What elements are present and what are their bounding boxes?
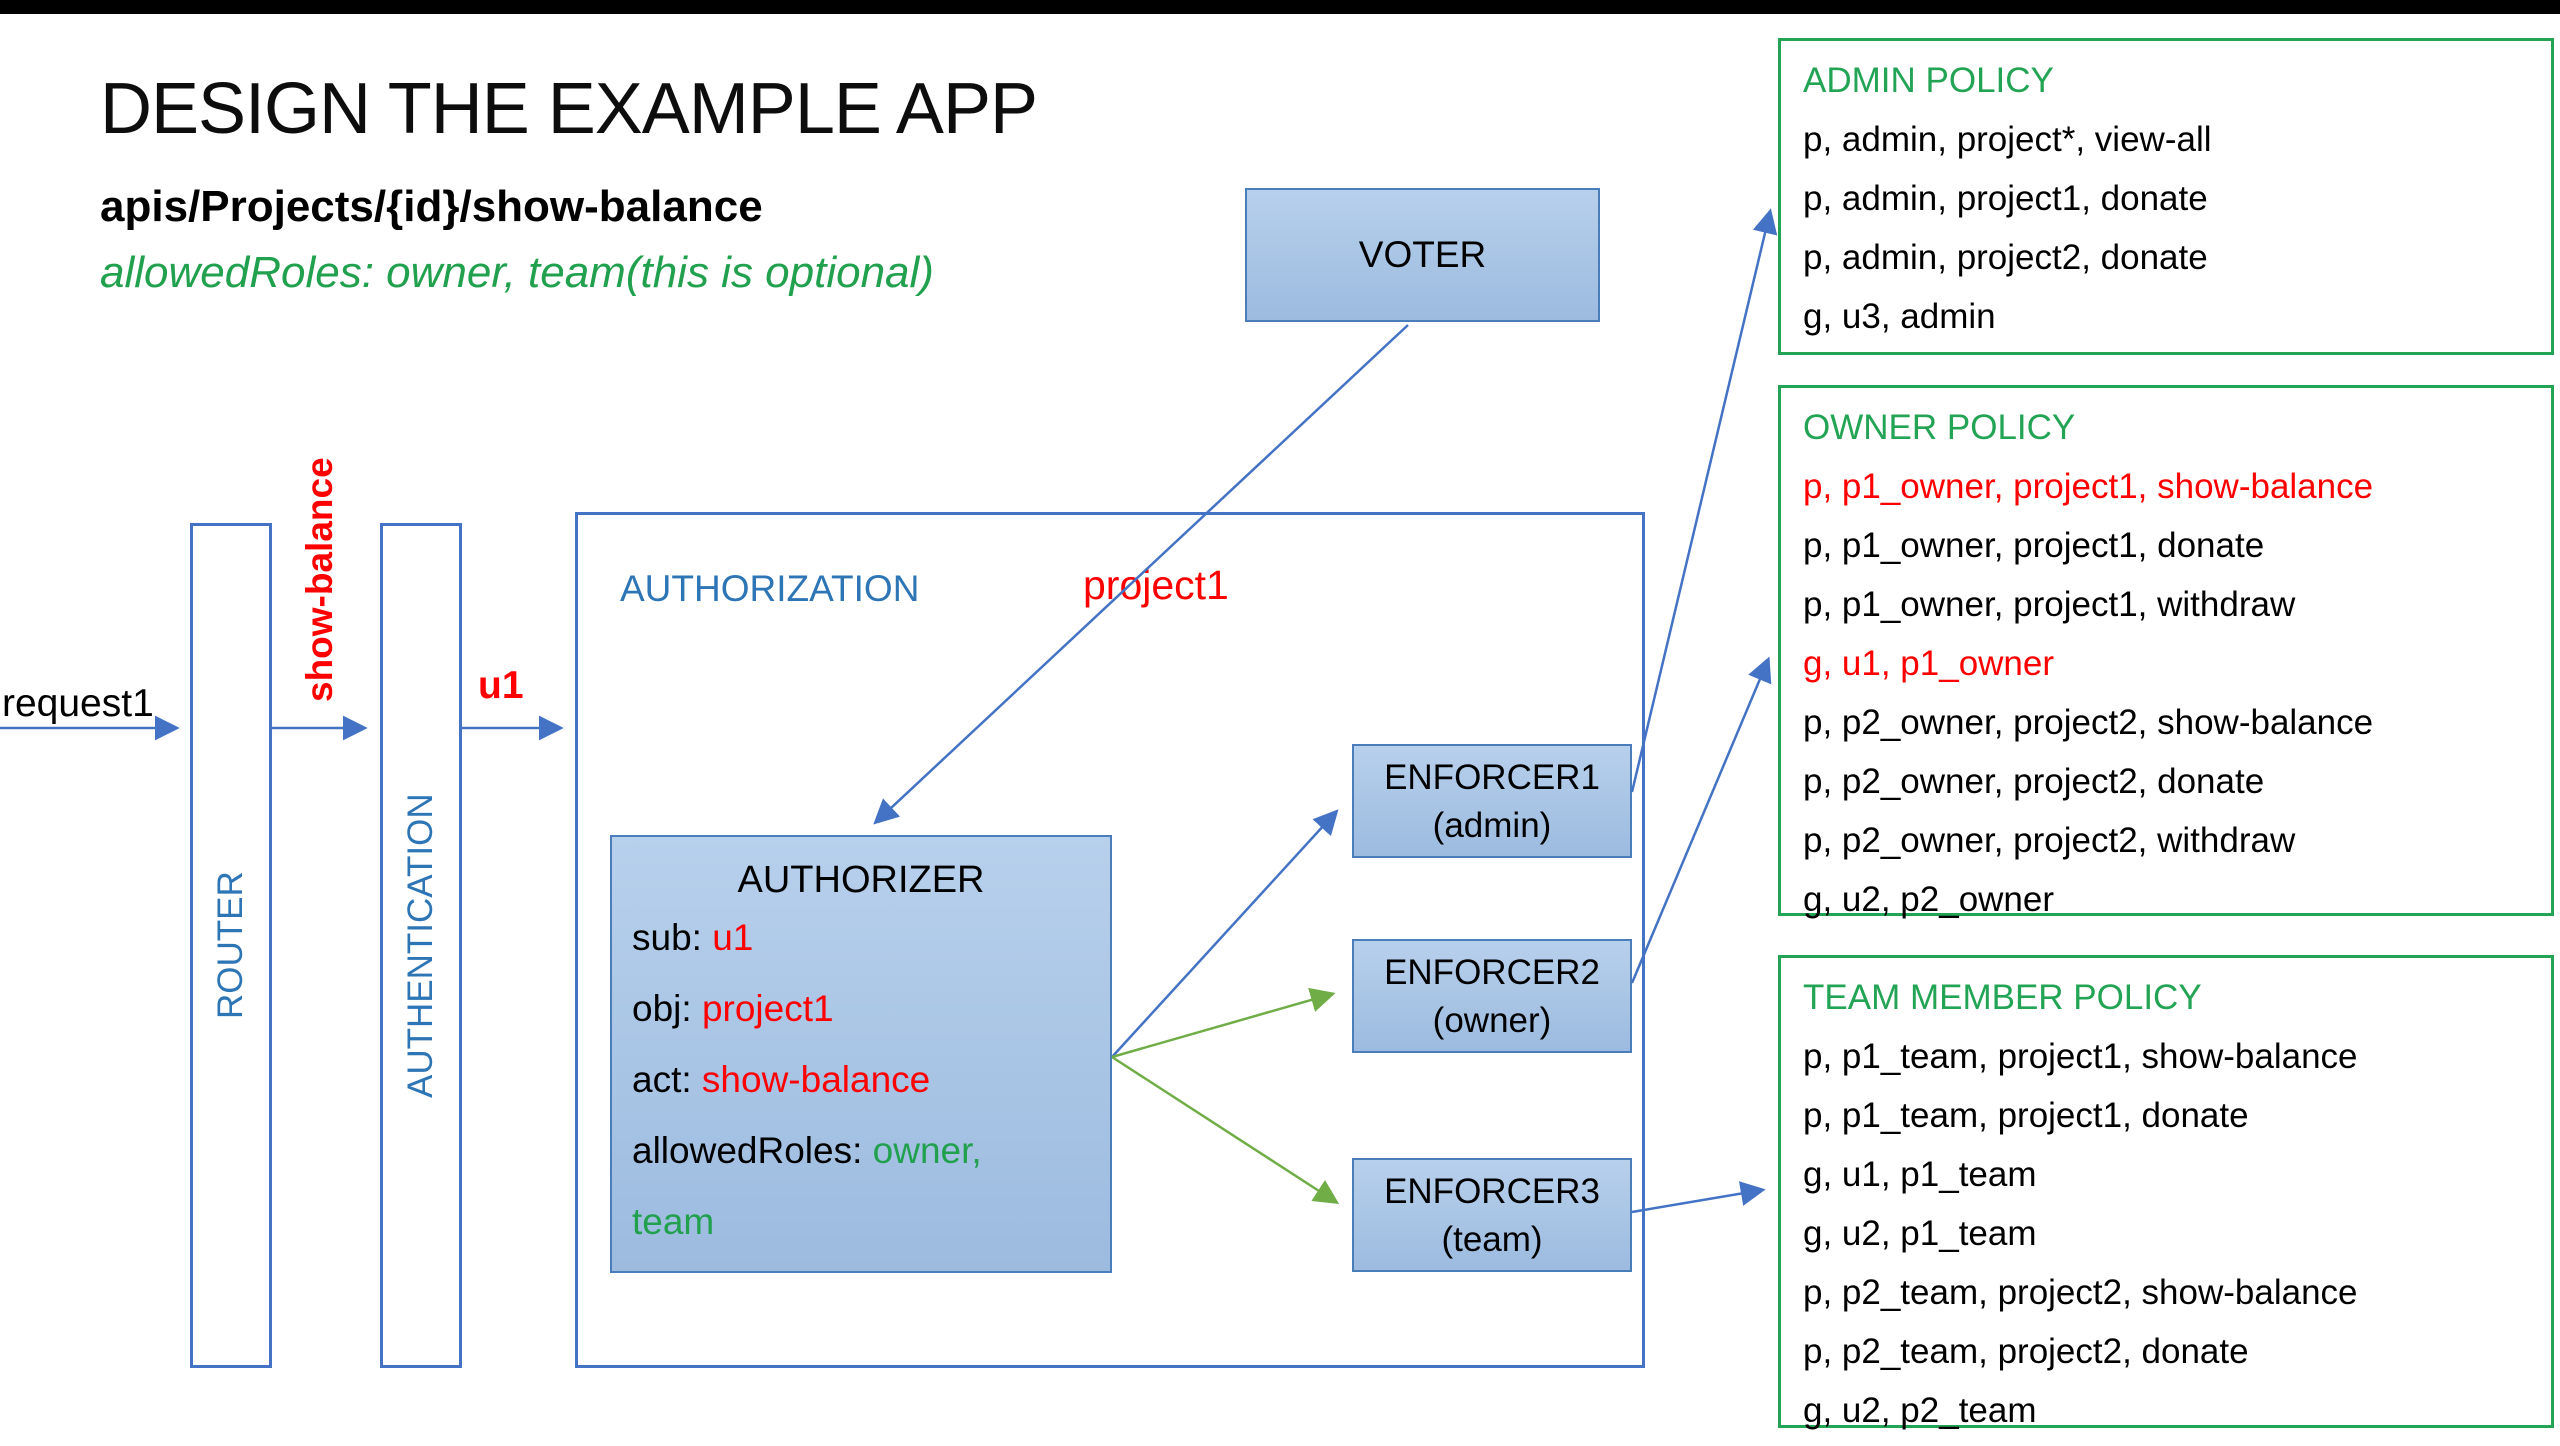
- request1-label: request1: [2, 682, 154, 725]
- allowed-roles-note: allowedRoles: owner, team(this is option…: [100, 248, 934, 297]
- authorizer-box: AUTHORIZER sub: u1 obj: project1 act: sh…: [610, 835, 1112, 1273]
- admin-policy-box: ADMIN POLICY p, admin, project*, view-al…: [1778, 38, 2554, 355]
- policy-line: p, admin, project1, donate: [1803, 179, 2208, 218]
- team-policy-title: TEAM MEMBER POLICY: [1803, 978, 2202, 1017]
- policy-line: p, p2_owner, project2, show-balance: [1803, 703, 2374, 742]
- policy-line: p, admin, project2, donate: [1803, 238, 2208, 277]
- owner-policy-box: OWNER POLICY p, p1_owner, project1, show…: [1778, 385, 2554, 919]
- voter-box: VOTER: [1245, 188, 1600, 322]
- policy-line: g, u1, p1_owner: [1803, 644, 2055, 683]
- enforcer1-box: ENFORCER1 (admin): [1352, 744, 1632, 858]
- authorizer-act-row: act: show-balance: [632, 1059, 931, 1100]
- enforcer3-name: ENFORCER3: [1384, 1172, 1600, 1211]
- authorizer-team-row: team: [632, 1201, 715, 1242]
- enforcer2-box: ENFORCER2 (owner): [1352, 939, 1632, 1053]
- enforcer3-role: (team): [1441, 1220, 1543, 1259]
- team-policy-box: TEAM MEMBER POLICY p, p1_team, project1,…: [1778, 955, 2554, 1430]
- enforcer3-box: ENFORCER3 (team): [1352, 1158, 1632, 1272]
- u1-label: u1: [478, 664, 524, 707]
- authentication-box: [380, 523, 462, 1368]
- policy-line: g, u2, p2_team: [1803, 1391, 2037, 1430]
- arrow-enforcer1-to-admin-policy: [1630, 208, 1778, 793]
- policy-line: p, p1_owner, project1, show-balance: [1803, 467, 2374, 506]
- arrow-enforcer2-to-owner-policy: [1630, 656, 1772, 984]
- policy-line: p, p2_owner, project2, withdraw: [1803, 821, 2296, 860]
- authorizer-title: AUTHORIZER: [737, 859, 985, 901]
- router-box: [190, 523, 272, 1368]
- show-balance-label: show-balance: [299, 457, 340, 703]
- page-title: DESIGN THE EXAMPLE APP: [100, 69, 1038, 149]
- policy-line: g, u3, admin: [1803, 297, 1996, 336]
- authorizer-allowedroles-row: allowedRoles: owner,: [632, 1130, 982, 1171]
- authorizer-obj-row: obj: project1: [632, 988, 834, 1029]
- enforcer2-role: (owner): [1432, 1001, 1552, 1040]
- policy-line: p, p2_owner, project2, donate: [1803, 762, 2265, 801]
- api-route-subtitle: apis/Projects/{id}/show-balance: [100, 182, 763, 231]
- voter-label: VOTER: [1358, 234, 1487, 275]
- authorizer-sub-row: sub: u1: [632, 917, 754, 958]
- policy-line: p, p1_team, project1, show-balance: [1803, 1037, 2358, 1076]
- policy-line: p, admin, project*, view-all: [1803, 120, 2212, 159]
- admin-policy-title: ADMIN POLICY: [1803, 61, 2054, 100]
- enforcer2-name: ENFORCER2: [1384, 953, 1600, 992]
- top-black-bar: [0, 0, 2560, 14]
- policy-line: p, p1_owner, project1, donate: [1803, 526, 2265, 565]
- owner-policy-title: OWNER POLICY: [1803, 408, 2076, 447]
- project1-label: project1: [1083, 562, 1229, 608]
- policy-line: p, p1_owner, project1, withdraw: [1803, 585, 2296, 624]
- policy-line: g, u1, p1_team: [1803, 1155, 2037, 1194]
- policy-line: p, p1_team, project1, donate: [1803, 1096, 2249, 1135]
- policy-line: g, u2, p2_owner: [1803, 880, 2055, 919]
- policy-line: g, u2, p1_team: [1803, 1214, 2037, 1253]
- policy-line: p, p2_team, project2, show-balance: [1803, 1273, 2358, 1312]
- arrow-enforcer3-to-team-policy: [1631, 1181, 1766, 1214]
- enforcer1-name: ENFORCER1: [1384, 758, 1600, 797]
- router-label: ROUTER: [211, 871, 250, 1020]
- policy-line: p, p2_team, project2, donate: [1803, 1332, 2249, 1371]
- authentication-label: AUTHENTICATION: [401, 793, 440, 1098]
- authorization-label: AUTHORIZATION: [620, 568, 920, 609]
- enforcer1-role: (admin): [1432, 806, 1552, 845]
